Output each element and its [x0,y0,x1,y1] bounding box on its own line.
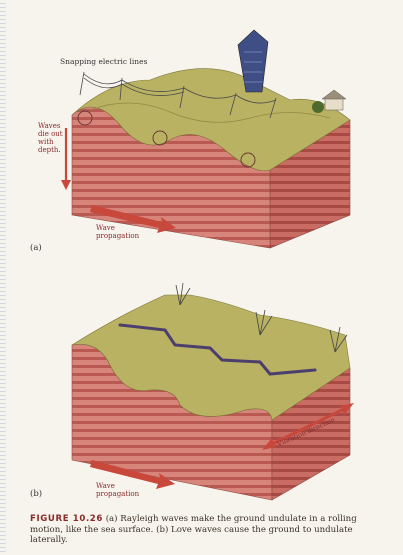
panel-a-label: (a) [30,244,42,252]
panel-b-label: (b) [30,490,42,498]
figure-caption: FIGURE 10.26 (a) Rayleigh waves make the… [30,514,390,546]
figure-number: FIGURE 10.26 [30,514,103,524]
depth-label: Waves die out with depth. [38,122,64,154]
propagation-label-a: Wave propagation [96,224,156,240]
tree-icon [312,101,324,113]
propagation-label-b: Wave propagation [96,482,156,498]
love-block-diagram [72,283,354,500]
electric-lines-label: Snapping electric lines [60,58,147,66]
house-icon [322,90,346,110]
